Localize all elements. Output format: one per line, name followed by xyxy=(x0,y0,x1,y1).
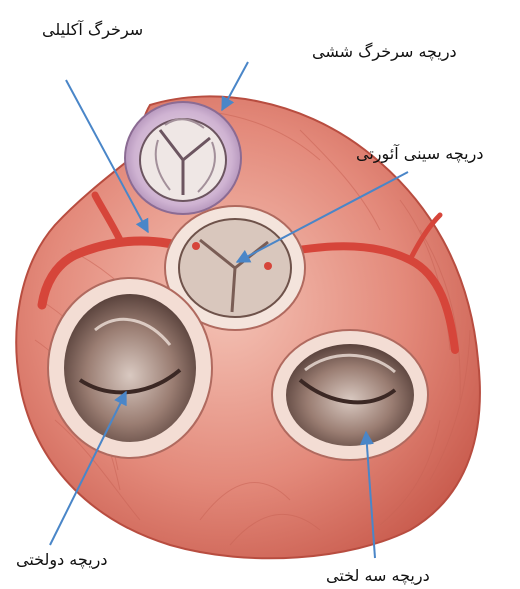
label-aortic-valve: دریچه سینی آئورتی xyxy=(356,144,483,163)
label-mitral-valve: دریچه دولختی xyxy=(16,550,108,569)
mitral-valve xyxy=(48,278,212,458)
tricuspid-valve xyxy=(272,330,428,460)
label-coronary-artery: سرخرگ آکلیلی xyxy=(42,20,143,39)
pulmonary-valve xyxy=(125,102,241,214)
label-pulmonary-valve: دریچه سرخرگ ششی xyxy=(312,42,457,61)
label-tricuspid-valve: دریچه سه لختی xyxy=(326,566,430,585)
